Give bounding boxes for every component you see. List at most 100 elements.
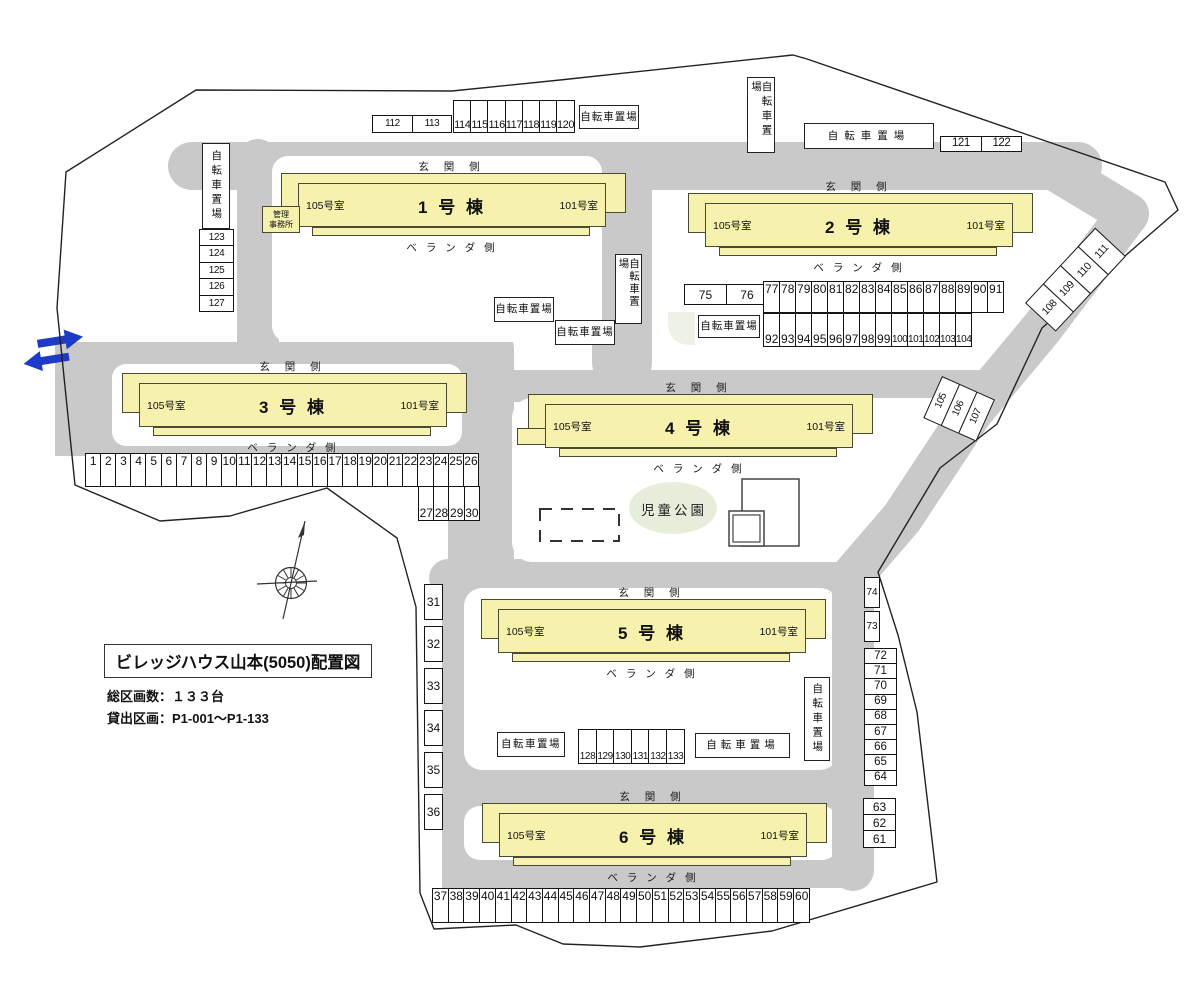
room-left-label: 105号室 xyxy=(553,420,592,433)
room-right-label: 101号室 xyxy=(806,420,845,433)
parking-stall-77: 77 xyxy=(763,281,781,313)
parking-stall-38: 38 xyxy=(447,888,465,923)
parking-stall-64: 64 xyxy=(864,769,897,787)
parking-stall-56: 56 xyxy=(730,888,748,923)
building-1: 玄 関 側 105号室 1 号 棟 101号室 ベ ラ ン ダ 側 xyxy=(281,161,626,254)
parking-stall-126: 126 xyxy=(199,278,234,297)
entrance-side-label: 玄 関 側 xyxy=(418,161,486,173)
parking-stall-22: 22 xyxy=(402,453,419,487)
parking-stall-76: 76 xyxy=(725,284,769,305)
parking-stall-44: 44 xyxy=(541,888,560,923)
parking-stall-98: 98 xyxy=(859,313,877,347)
parking-stall-115: 115 xyxy=(470,100,489,133)
parking-stall-120: 120 xyxy=(556,100,575,133)
parking-stall-88: 88 xyxy=(939,281,957,313)
parking-stall-83: 83 xyxy=(859,281,877,313)
building-name: 4 号 棟 xyxy=(665,418,733,438)
parking-stall-92: 92 xyxy=(763,313,781,347)
parking-stall-70: 70 xyxy=(864,678,897,695)
balcony-side-label: ベ ラ ン ダ 側 xyxy=(406,242,498,254)
room-right-label: 101号室 xyxy=(760,829,799,842)
parking-stall-85: 85 xyxy=(891,281,909,313)
bicycle-parking: 自転車置場 xyxy=(494,297,554,322)
map-title: ビレッジハウス山本(5050)配置図 xyxy=(104,644,372,678)
parking-stall-40: 40 xyxy=(479,888,497,923)
building-name: 1 号 棟 xyxy=(418,197,486,217)
bicycle-parking: 自転車置場 xyxy=(698,315,760,338)
parking-stall-74: 74 xyxy=(864,577,880,608)
total-count-label: 総区画数：１３３台 xyxy=(107,689,225,704)
entrance-side-label: 玄 関 側 xyxy=(665,382,733,394)
room-right-label: 101号室 xyxy=(559,199,598,212)
building-2: 玄 関 側 105号室 2 号 棟 101号室 ベ ラ ン ダ 側 xyxy=(688,181,1033,274)
bicycle-parking: 自転車置場 xyxy=(555,320,615,345)
building-balcony-strip xyxy=(512,653,790,662)
parking-stall-75: 75 xyxy=(684,284,727,305)
parking-stall-26: 26 xyxy=(462,453,480,487)
building-name: 3 号 棟 xyxy=(259,397,327,417)
parking-stall-95: 95 xyxy=(811,313,829,347)
room-left-label: 105号室 xyxy=(506,625,545,638)
balcony-side-label: ベ ラ ン ダ 側 xyxy=(606,668,698,680)
parking-stall-61: 61 xyxy=(863,830,896,848)
parking-stall-112: 112 xyxy=(372,115,413,133)
parking-stall-31: 31 xyxy=(424,584,443,620)
room-right-label: 101号室 xyxy=(966,219,1005,232)
building-left-extension xyxy=(517,428,547,445)
entrance-side-label: 玄 関 側 xyxy=(619,791,687,803)
balcony-side-label: ベ ラ ン ダ 側 xyxy=(247,442,339,454)
parking-stall-27: 27 xyxy=(418,486,435,521)
room-left-label: 105号室 xyxy=(713,219,752,232)
parking-stall-82: 82 xyxy=(843,281,861,313)
parking-stall-2: 2 xyxy=(100,453,117,487)
bicycle-parking: 自転車置場 xyxy=(615,254,642,324)
parking-stall-63: 63 xyxy=(863,798,896,816)
parking-stall-58: 58 xyxy=(761,888,779,923)
parking-stall-25: 25 xyxy=(447,453,465,487)
parking-stall-35: 35 xyxy=(424,752,443,788)
parking-stall-131: 131 xyxy=(630,729,650,764)
parking-stall-60: 60 xyxy=(793,888,811,923)
room-left-label: 105号室 xyxy=(507,829,546,842)
parking-stall-96: 96 xyxy=(827,313,845,347)
parking-stall-43: 43 xyxy=(526,888,544,923)
parking-stall-125: 125 xyxy=(199,261,234,280)
parking-stall-33: 33 xyxy=(424,668,443,704)
parking-stall-18: 18 xyxy=(341,453,359,487)
parking-stall-50: 50 xyxy=(636,888,654,923)
building-balcony-strip xyxy=(513,857,791,866)
parking-stall-119: 119 xyxy=(539,100,558,133)
parking-stall-133: 133 xyxy=(666,729,686,764)
parking-stall-65: 65 xyxy=(864,754,897,772)
parking-stall-21: 21 xyxy=(387,453,404,487)
entrance-side-label: 玄 関 側 xyxy=(825,181,893,193)
parking-stall-42: 42 xyxy=(510,888,528,923)
parking-stall-6: 6 xyxy=(160,453,178,487)
parking-stall-73: 73 xyxy=(864,611,880,642)
parking-stall-100: 100 xyxy=(891,313,909,347)
balcony-side-label: ベ ラ ン ダ 側 xyxy=(607,872,699,884)
bicycle-parking: 自転車置場 xyxy=(804,123,934,149)
parking-stall-84: 84 xyxy=(875,281,893,313)
parking-stall-48: 48 xyxy=(604,888,622,923)
map-subtitle: 総区画数：１３３台 貸出区画：P1-001～P1-133 xyxy=(107,686,269,730)
parking-stall-1: 1 xyxy=(85,453,102,487)
parking-stall-9: 9 xyxy=(205,453,223,487)
parking-stall-104: 104 xyxy=(955,313,973,347)
parking-stall-32: 32 xyxy=(424,626,443,662)
building-name: 6 号 棟 xyxy=(619,827,687,847)
parking-stall-11: 11 xyxy=(236,453,253,487)
entrance-side-label: 玄 関 側 xyxy=(618,587,686,599)
building-name: 5 号 棟 xyxy=(618,623,686,643)
room-left-label: 105号室 xyxy=(147,399,186,412)
parking-stall-30: 30 xyxy=(463,486,481,521)
parking-stall-122: 122 xyxy=(980,136,1023,152)
parking-stall-53: 53 xyxy=(683,888,701,923)
balcony-side-label: ベ ラ ン ダ 側 xyxy=(653,463,745,475)
building-body: 105号室 4 号 棟 101号室 xyxy=(545,404,853,448)
bicycle-parking: 自転車置場 xyxy=(747,77,775,153)
